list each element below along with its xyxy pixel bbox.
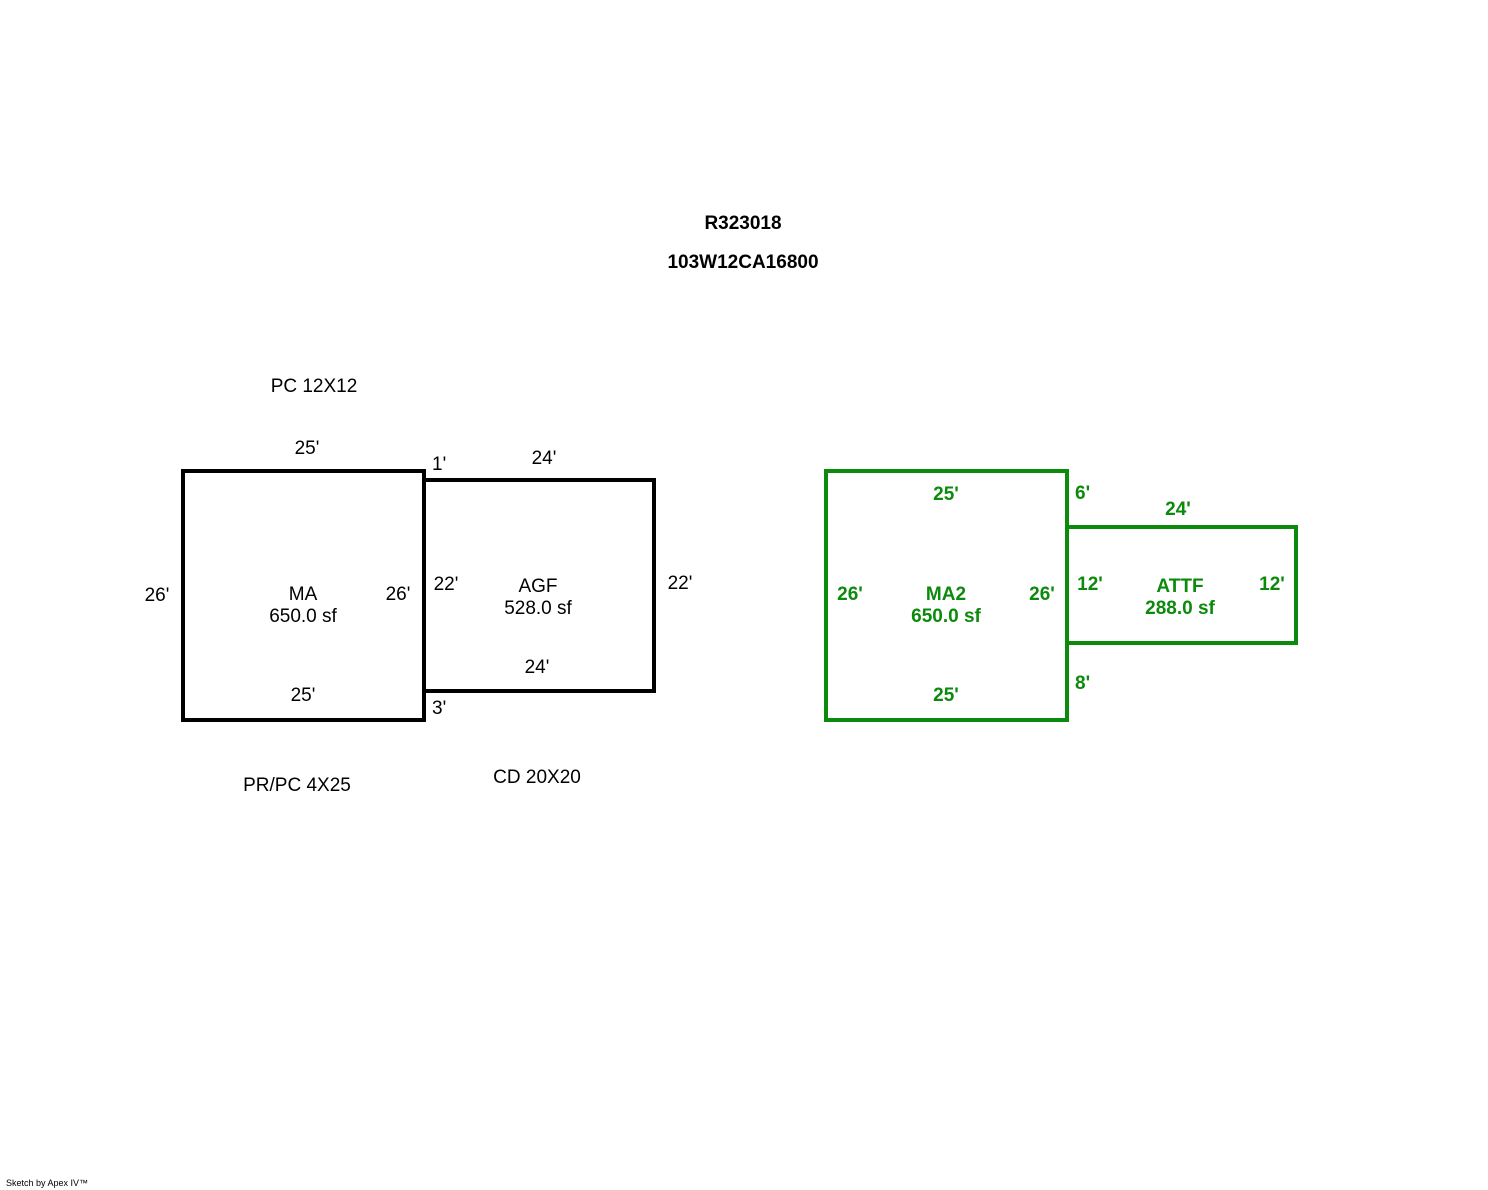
agf-bottom-dim: 24': [524, 657, 550, 678]
ma2-area: 650.0 sf: [911, 606, 981, 627]
ma-code: MA: [288, 584, 318, 605]
ma-right-dim: 26': [385, 584, 411, 605]
footer-credit: Sketch by Apex IV™: [6, 1178, 89, 1188]
agf-left-dim: 22': [433, 574, 459, 595]
agf-label: AGF 528.0 sf: [504, 576, 572, 620]
note-pr-pc: PR/PC 4X25: [243, 775, 351, 796]
note-cd: CD 20X20: [493, 767, 581, 788]
ma-bottom-dim: 25': [290, 685, 316, 706]
area-attf-outline: [1065, 525, 1298, 645]
ma2-left-dim: 26': [837, 584, 863, 605]
ma2-bottom-dim: 25': [933, 685, 959, 706]
attf-code: ATTF: [1156, 576, 1204, 597]
attf-label: ATTF 288.0 sf: [1145, 576, 1215, 620]
attf-top-dim: 24': [1165, 499, 1191, 520]
ma2-code: MA2: [925, 584, 967, 605]
agf-code: AGF: [518, 576, 558, 597]
offset-bottom-right: 8': [1075, 673, 1091, 694]
area-agf-outline: [422, 478, 656, 693]
agf-top-dim: 24': [531, 448, 557, 469]
ma2-right-dim: 26': [1029, 584, 1055, 605]
ma-left-dim: 26': [144, 585, 170, 606]
map-number: 103W12CA16800: [667, 252, 819, 273]
attf-right-dim: 12': [1259, 574, 1285, 595]
ma2-label: MA2 650.0 sf: [911, 584, 981, 628]
agf-area: 528.0 sf: [504, 598, 572, 619]
offset-top-right: 6': [1075, 483, 1091, 504]
offset-bottom: 3': [432, 698, 447, 719]
ma-top-dim: 25': [294, 438, 320, 459]
agf-right-dim: 22': [667, 573, 693, 594]
ma-label: MA 650.0 sf: [269, 584, 337, 628]
attf-left-dim: 12': [1077, 574, 1103, 595]
attf-area: 288.0 sf: [1145, 598, 1215, 619]
note-pc: PC 12X12: [270, 376, 358, 397]
account-number: R323018: [704, 213, 782, 234]
ma2-top-dim: 25': [933, 484, 959, 505]
ma-area: 650.0 sf: [269, 606, 337, 627]
offset-top: 1': [432, 454, 447, 475]
